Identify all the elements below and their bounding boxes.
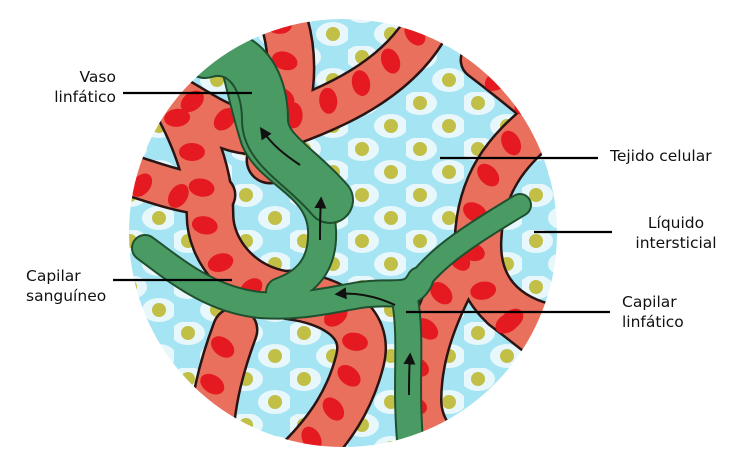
label-capilar-sanguineo: Capilar sanguíneo xyxy=(26,266,106,306)
label-tejido-celular: Tejido celular xyxy=(610,146,712,166)
label-vaso-linfatico: Vaso linfático xyxy=(30,67,116,107)
label-line: Líquido xyxy=(621,213,731,233)
label-capilar-linfatico: Capilar linfático xyxy=(622,292,684,332)
label-liquido-intersticial: Líquido intersticial xyxy=(621,213,731,253)
label-line: intersticial xyxy=(621,233,731,253)
label-line: Capilar xyxy=(622,292,684,312)
label-line: linfático xyxy=(30,87,116,107)
red-blood-cell-icon xyxy=(190,408,221,436)
label-line: linfático xyxy=(622,312,684,332)
flow-arrow-icon xyxy=(320,200,321,240)
flow-arrow-icon xyxy=(409,356,410,395)
red-blood-cell-icon xyxy=(554,353,585,384)
label-line: Vaso xyxy=(30,67,116,87)
label-line: Capilar xyxy=(26,266,106,286)
red-blood-cell-icon xyxy=(179,143,205,161)
label-line: sanguíneo xyxy=(26,286,106,306)
label-line: Tejido celular xyxy=(610,146,712,166)
